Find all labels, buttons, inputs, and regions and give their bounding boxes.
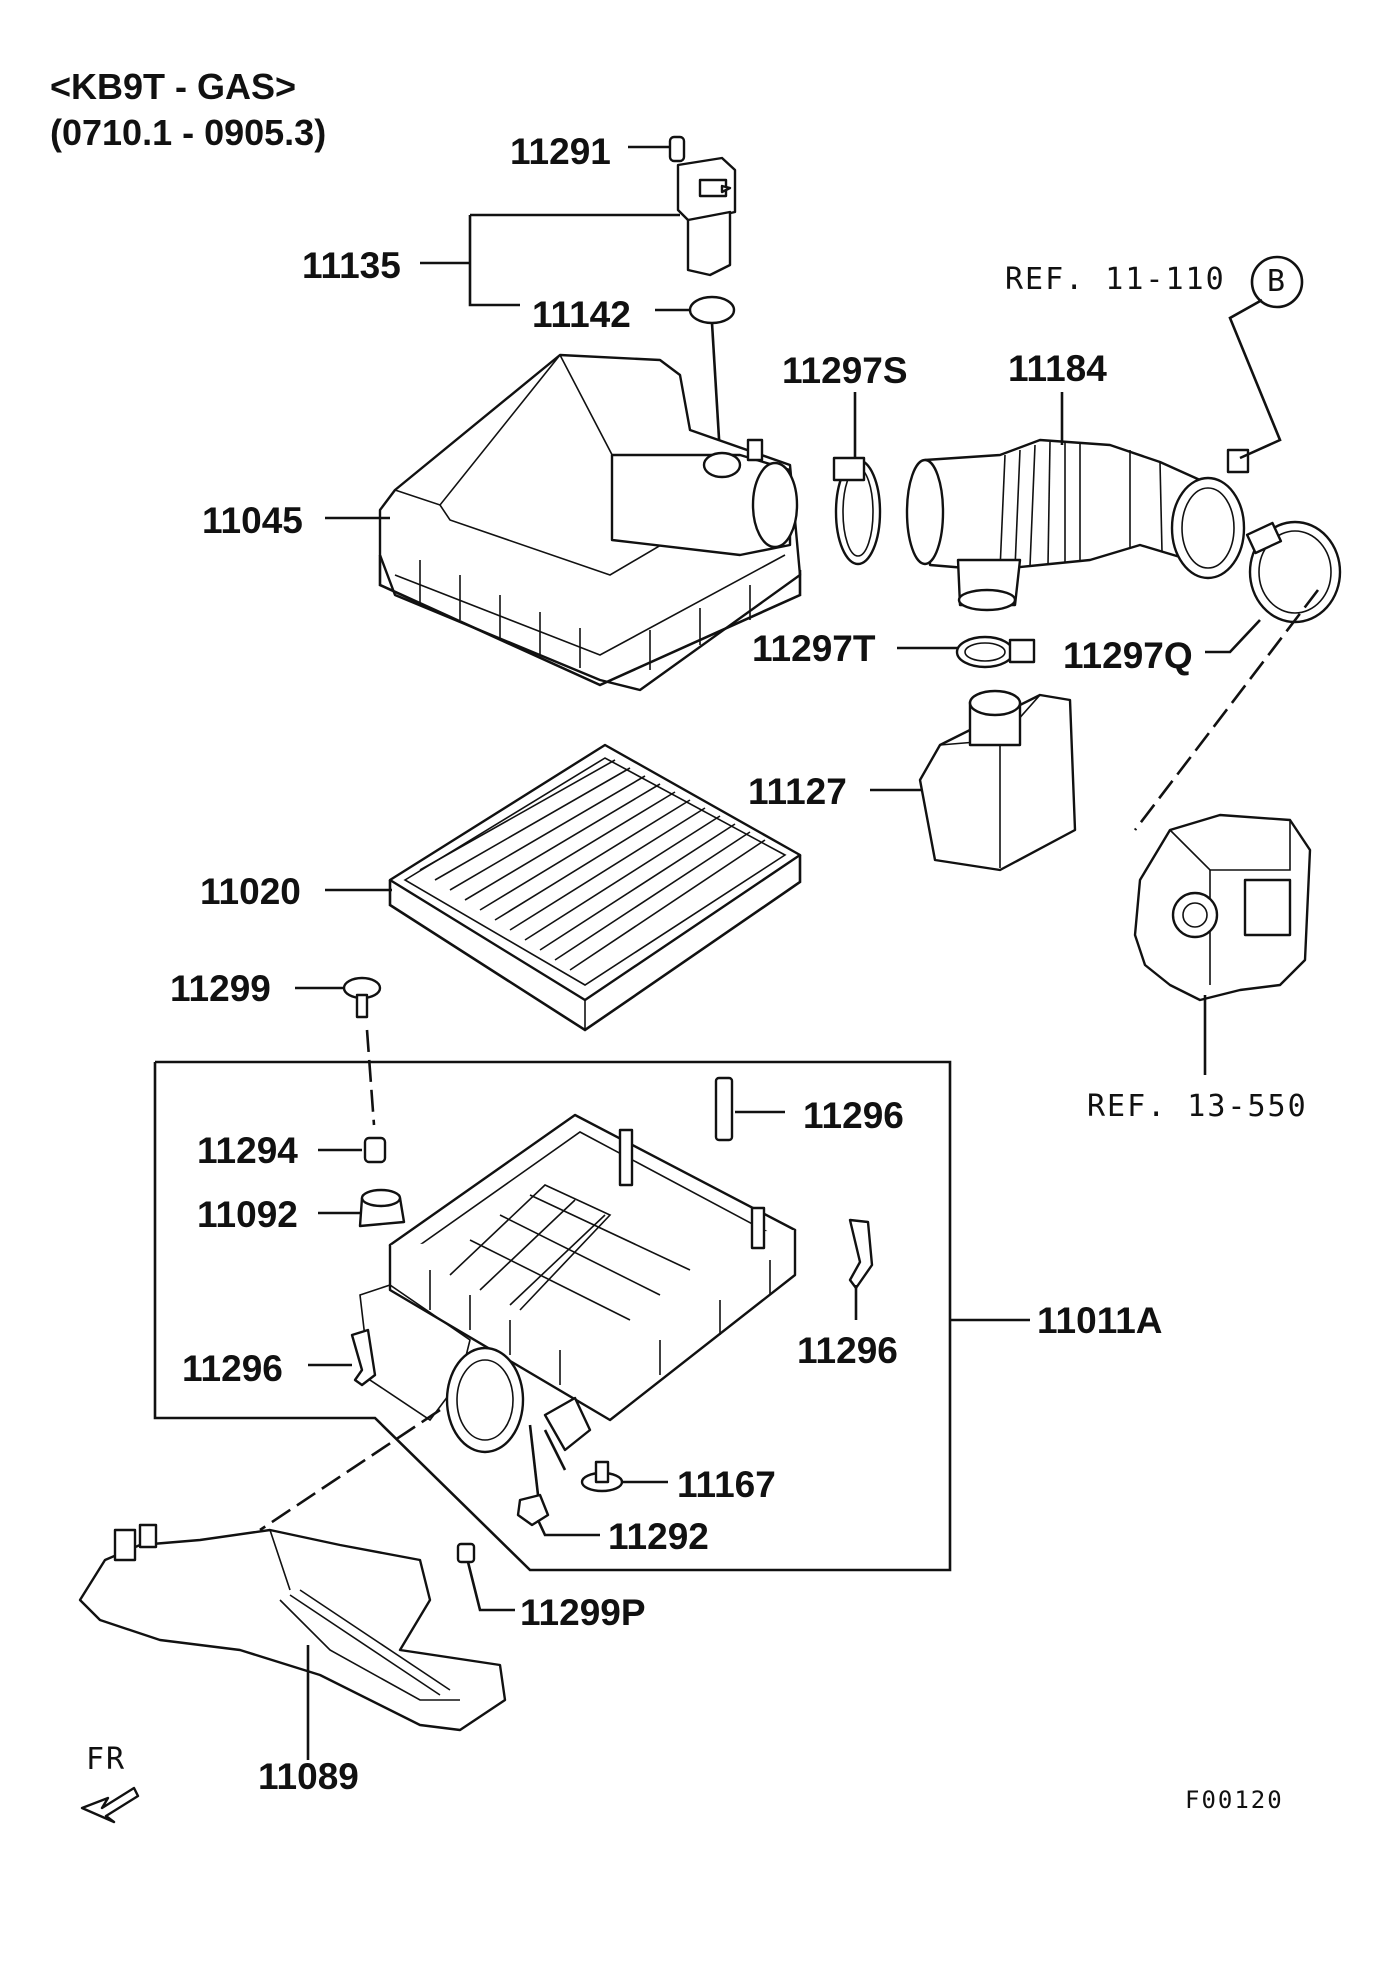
collar-11294-drawing — [318, 1136, 387, 1164]
inlet-duct-11089-drawing — [78, 1523, 507, 1760]
resonator-11127-drawing — [870, 689, 1077, 872]
callout-11135[interactable]: 11135 — [302, 245, 401, 286]
clip-11296-right-drawing — [848, 1218, 874, 1320]
callout-11297s[interactable]: 11297S — [782, 350, 908, 391]
clamp-11297t-drawing — [897, 635, 1036, 669]
model-title: <KB9T - GAS> — [50, 66, 297, 107]
date-range: (0710.1 - 0905.3) — [50, 112, 327, 153]
screw-11291-drawing — [628, 135, 686, 163]
ref-11-110-leader — [1228, 298, 1282, 460]
callout-11296-top[interactable]: 11296 — [803, 1095, 904, 1136]
callout-11297q[interactable]: 11297Q — [1063, 635, 1193, 676]
callout-11092[interactable]: 11092 — [197, 1194, 298, 1235]
connection-line-duct — [259, 1408, 441, 1532]
callout-11296-left[interactable]: 11296 — [182, 1348, 283, 1389]
front-direction-arrow-icon — [80, 1786, 140, 1824]
grommet-11092-drawing — [318, 1188, 406, 1228]
connection-line-throttle — [1133, 589, 1320, 831]
grommet-11167-drawing — [543, 1429, 668, 1493]
callout-11045[interactable]: 11045 — [202, 500, 303, 541]
callout-11297t[interactable]: 11297T — [752, 628, 876, 669]
callout-11184[interactable]: 11184 — [1008, 348, 1107, 389]
ref-b-circle — [1250, 255, 1304, 309]
callout-11291[interactable]: 11291 — [510, 131, 611, 172]
reference-13-550[interactable]: REF. 13-550 — [1087, 1089, 1308, 1124]
callout-11020[interactable]: 11020 — [200, 871, 301, 912]
callout-11296-right[interactable]: 11296 — [797, 1330, 898, 1371]
callout-11299p[interactable]: 11299P — [520, 1592, 646, 1633]
filter-pleats — [419, 759, 766, 971]
bolt-11292-drawing — [516, 1424, 600, 1537]
callout-11292[interactable]: 11292 — [608, 1516, 709, 1557]
throttle-body-drawing — [1133, 813, 1312, 1075]
case-ribs — [449, 1184, 691, 1321]
air-filter-11020-drawing — [325, 743, 802, 1032]
clip-11296-left-drawing — [308, 1328, 377, 1387]
air-cleaner-case-11011a-drawing — [359, 1113, 797, 1454]
front-direction-label: FR — [86, 1742, 127, 1777]
airflow-sensor-11135-drawing — [420, 156, 737, 307]
callout-11127[interactable]: 11127 — [748, 771, 847, 812]
figure-code: F00120 — [1185, 1786, 1284, 1814]
clip-11299p-drawing — [456, 1542, 515, 1612]
clamp-11297q-drawing — [1205, 520, 1342, 654]
reference-circle-label: B — [1267, 264, 1286, 299]
callout-11011a[interactable]: 11011A — [1037, 1300, 1163, 1341]
clip-11296-top-drawing — [714, 1076, 785, 1142]
callout-11167[interactable]: 11167 — [677, 1464, 776, 1505]
callout-11294[interactable]: 11294 — [197, 1130, 298, 1171]
assembly-11011a-bracket — [153, 1060, 952, 1572]
callout-11089[interactable]: 11089 — [258, 1756, 359, 1797]
intake-hose-11184-drawing — [905, 392, 1250, 612]
reference-11-110[interactable]: REF. 11-110 — [1005, 262, 1226, 297]
air-cleaner-cover-11045-drawing — [325, 353, 802, 692]
callout-11142[interactable]: 11142 — [532, 294, 631, 335]
o-ring-11142-drawing — [655, 295, 736, 456]
callout-11299[interactable]: 11299 — [170, 968, 271, 1009]
bolt-11299-drawing — [295, 976, 382, 1126]
clamp-11297s-drawing — [832, 392, 882, 566]
